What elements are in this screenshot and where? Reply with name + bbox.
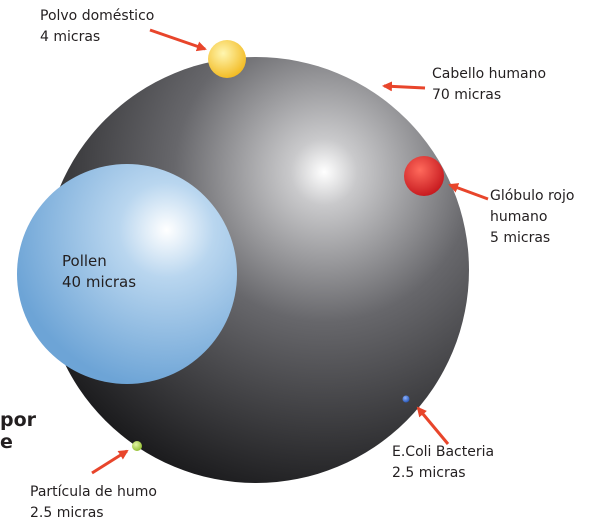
cropped-title-line-2: e [0,432,13,452]
arrow-hair [382,81,426,92]
arrow-red-cell [448,183,489,201]
label-red-cell: Glóbulo rojo humano 5 micras [490,186,574,249]
ecoli-name: E.Coli Bacteria [392,444,495,460]
dust-name: Polvo doméstico [40,8,155,24]
label-hair: Cabello humano 70 micras [432,64,546,106]
red-blood-cell [404,156,444,196]
dust-particle [208,40,246,78]
pollen-circle [17,164,237,384]
red-cell-name-1: Glóbulo rojo [490,188,575,204]
smoke-size: 2.5 micras [30,505,104,521]
hair-name: Cabello humano [432,66,547,82]
label-smoke: Partícula de humo 2.5 micras [30,482,157,524]
dust-size: 4 micras [40,29,101,45]
arrow-dust [149,28,207,52]
arrow-ecoli [416,406,450,445]
arrow-smoke [91,449,129,475]
red-cell-size: 5 micras [490,230,551,246]
pollen-size: 40 micras [62,273,137,291]
smoke-name: Partícula de humo [30,484,157,500]
label-pollen: Pollen 40 micras [62,251,136,293]
ecoli-size: 2.5 micras [392,465,466,481]
label-dust: Polvo doméstico 4 micras [40,6,154,48]
pollen-name: Pollen [62,252,107,270]
label-ecoli: E.Coli Bacteria 2.5 micras [392,442,494,484]
hair-size: 70 micras [432,87,502,103]
smoke-particle [132,441,142,451]
ecoli-bacterium [402,395,410,403]
cropped-title-line-1: por [0,410,37,430]
red-cell-name-2: humano [490,209,548,225]
